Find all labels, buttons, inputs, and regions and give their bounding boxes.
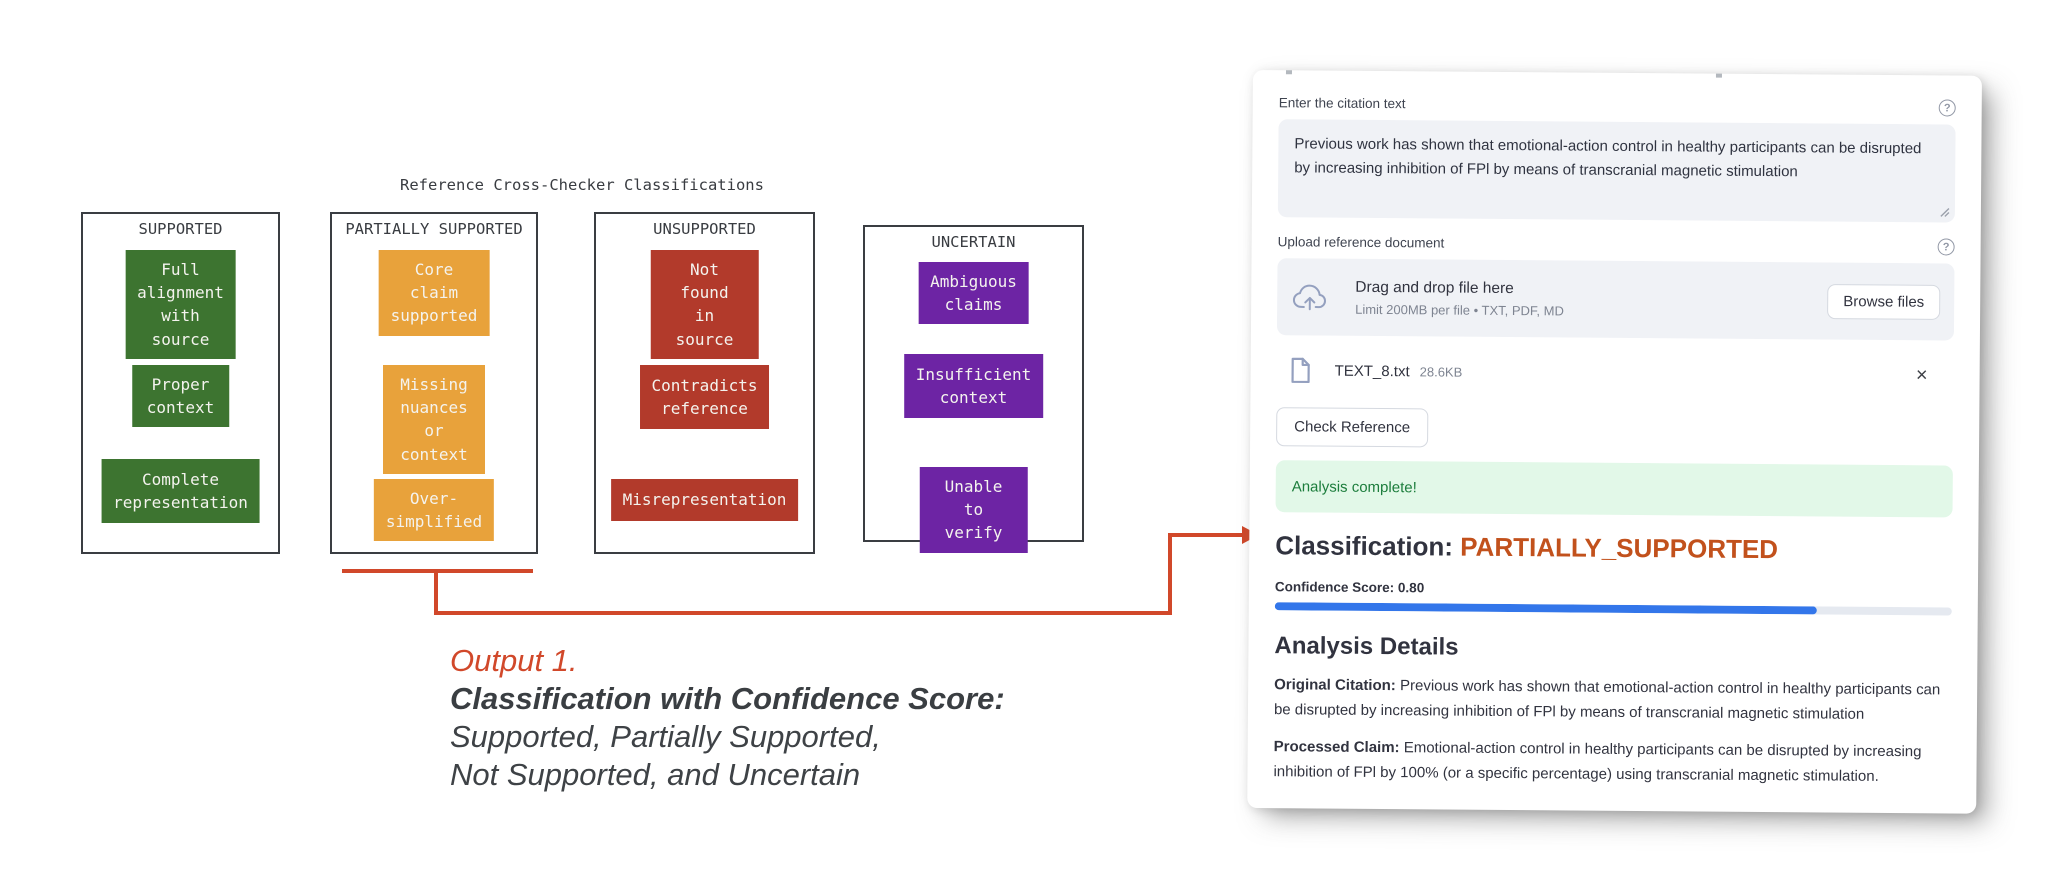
upload-label: Upload reference document	[1277, 234, 1445, 251]
classification-value: PARTIALLY_SUPPORTED	[1460, 531, 1779, 565]
resize-handle-icon[interactable]	[1938, 205, 1950, 217]
citation-text: Previous work has shown that emotional-a…	[1294, 135, 1922, 181]
column-header: UNSUPPORTED	[653, 220, 756, 238]
column-unsupported: UNSUPPORTED Not found in source Contradi…	[594, 212, 815, 554]
output-annotation: Output 1. Classification with Confidence…	[450, 642, 1005, 794]
diagram-box: Not found in source	[650, 250, 759, 359]
classification-heading: Classification: PARTIALLY_SUPPORTED	[1275, 530, 1952, 566]
column-partially-supported: PARTIALLY SUPPORTED Core claim supported…	[330, 212, 538, 554]
classification-label: Classification:	[1275, 530, 1454, 562]
column-uncertain: UNCERTAIN Ambiguous claims Insufficient …	[863, 225, 1084, 553]
browse-files-button[interactable]: Browse files	[1827, 283, 1941, 320]
diagram-title: Reference Cross-Checker Classifications	[400, 176, 764, 194]
analysis-details-heading: Analysis Details	[1274, 632, 1459, 661]
confidence-score-label: Confidence Score: 0.80	[1274, 579, 1425, 596]
cropped-widget-remnant	[1715, 73, 1722, 78]
citation-label-row: Enter the citation text ?	[1278, 94, 1956, 117]
diagram-box: Over-simplified	[373, 479, 495, 542]
confidence-progress-fill	[1274, 602, 1817, 615]
processed-claim-label: Processed Claim:	[1273, 738, 1400, 757]
check-reference-button[interactable]: Check Reference	[1276, 407, 1429, 448]
success-alert: Analysis complete!	[1275, 460, 1953, 518]
processed-claim-paragraph: Processed Claim: Emotional-action contro…	[1273, 734, 1950, 789]
column-header: UNCERTAIN	[931, 233, 1016, 251]
original-citation-label: Original Citation:	[1274, 676, 1396, 695]
uploaded-file-row: TEXT_8.txt 28.6KB ×	[1277, 355, 1954, 390]
diagram-box: Proper context	[131, 365, 230, 428]
diagram-box: Misrepresentation	[610, 479, 799, 521]
diagram-box: Missing nuances or context	[383, 365, 485, 474]
upload-label-row: Upload reference document ?	[1277, 233, 1955, 256]
citation-label: Enter the citation text	[1278, 95, 1406, 112]
annotation-line: Output 1.	[450, 643, 578, 678]
cloud-upload-icon	[1292, 284, 1327, 310]
diagram-box: Core claim supported	[378, 250, 490, 336]
dropzone-texts: Drag and drop file here Limit 200MB per …	[1355, 278, 1564, 318]
diagram-box: Complete representation	[101, 459, 260, 523]
citation-textarea[interactable]: Previous work has shown that emotional-a…	[1277, 119, 1956, 223]
dropzone-limit: Limit 200MB per file • TXT, PDF, MD	[1355, 301, 1564, 318]
help-icon[interactable]: ?	[1937, 238, 1955, 256]
diagram-box: Unable to verify	[919, 467, 1028, 553]
file-size: 28.6KB	[1419, 363, 1463, 380]
confidence-progress-bar	[1274, 602, 1952, 616]
help-icon[interactable]: ?	[1938, 99, 1956, 117]
annotation-line: Supported, Partially Supported,	[450, 719, 881, 754]
diagram-box: Insufficient context	[903, 354, 1044, 418]
diagram-box: Ambiguous claims	[918, 262, 1029, 325]
column-header: SUPPORTED	[138, 220, 223, 238]
diagram-box: Contradicts reference	[639, 365, 770, 429]
file-dropzone[interactable]: Drag and drop file here Limit 200MB per …	[1276, 258, 1955, 341]
success-alert-text: Analysis complete!	[1291, 477, 1417, 496]
cropped-widget-remnant	[1285, 70, 1292, 75]
dropzone-title: Drag and drop file here	[1355, 278, 1514, 297]
column-header: PARTIALLY SUPPORTED	[345, 220, 523, 238]
diagram-box: Full alignment with source	[125, 250, 236, 359]
remove-file-icon[interactable]: ×	[1915, 364, 1928, 387]
annotation-line: Not Supported, and Uncertain	[450, 757, 861, 792]
column-supported: SUPPORTED Full alignment with source Pro…	[81, 212, 280, 554]
reference-checker-panel: Enter the citation text ? Previous work …	[1247, 70, 1982, 814]
file-name: TEXT_8.txt	[1334, 362, 1410, 380]
original-citation-paragraph: Original Citation: Previous work has sho…	[1274, 672, 1951, 727]
annotation-line: Classification with Confidence Score:	[450, 681, 1005, 716]
document-icon	[1291, 357, 1310, 384]
